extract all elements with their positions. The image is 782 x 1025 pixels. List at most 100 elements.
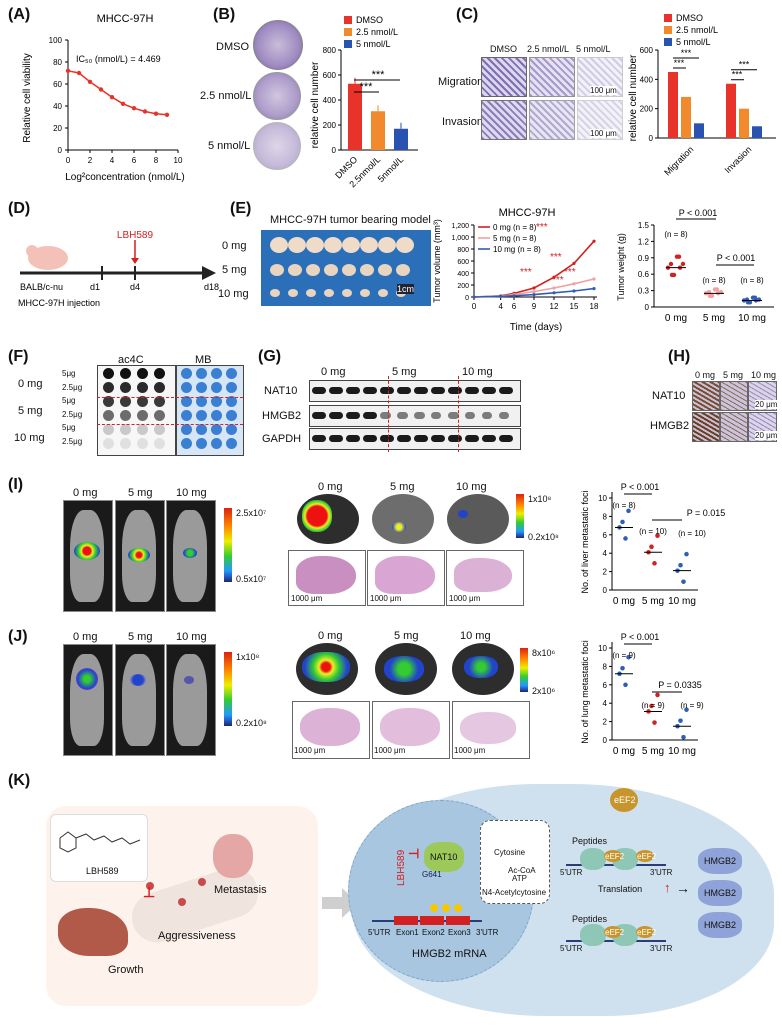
panel-label-d: (D)	[8, 200, 31, 217]
j-dot	[623, 682, 628, 687]
j-ytick: 4	[603, 699, 608, 708]
ew-ytick: 1.5	[638, 221, 650, 230]
ew-dot	[714, 287, 720, 292]
blot-band	[414, 387, 428, 394]
blot-band	[380, 435, 394, 442]
j-ytick: 6	[603, 681, 608, 690]
blot-band	[448, 435, 462, 442]
i-xlabel: 5 mg	[642, 596, 664, 607]
i-n: (n = 8)	[612, 501, 636, 510]
k-exon2: Exon2	[422, 928, 445, 937]
ihc-nat10-5	[720, 381, 748, 411]
panel-g-group-0: 0 mg	[321, 366, 346, 378]
panel-e-row-10: 10 mg	[218, 288, 249, 300]
panel-a-ic50: IC₅₀ (nmol/L) = 4.469	[76, 54, 161, 64]
panel-j-cbar2-hi: 8x10⁶	[532, 648, 556, 658]
i-n: (n = 10)	[678, 529, 706, 538]
dot-ac4c	[120, 424, 131, 435]
panel-b-sig-1: ***	[372, 69, 386, 81]
panel-j-group-10: 10 mg	[176, 631, 207, 643]
ew-dot	[668, 261, 674, 267]
c-sig: ***	[739, 60, 750, 70]
i-dot	[655, 533, 660, 538]
well-mig-dmso	[481, 57, 527, 97]
blot-band	[465, 435, 479, 442]
j-dot	[678, 718, 683, 723]
panel-a-title: MHCC-97H	[97, 13, 154, 25]
tumor-icon	[396, 264, 410, 276]
i-p2: P = 0.015	[687, 508, 726, 518]
panel-c-col-25: 2.5 nmol/L	[527, 44, 570, 54]
ew-dot	[680, 261, 686, 267]
k-nat10: NAT10	[430, 852, 458, 862]
k-eef2-free: eEF2	[614, 795, 636, 805]
dot-mb	[196, 438, 207, 449]
c-cat-label: Invasion	[723, 144, 754, 175]
j-dot	[620, 666, 625, 671]
dot-mb	[181, 438, 192, 449]
tumor-icon	[270, 289, 280, 297]
ew-ytick: 0.6	[638, 270, 650, 279]
i-dot	[626, 508, 631, 514]
f-amount-label: 5μg	[62, 369, 76, 378]
c-legend-label: 5 nmol/L	[676, 37, 711, 47]
blot-band	[346, 435, 360, 442]
panel-e-scale: 1cm	[397, 284, 415, 294]
dot-ac4c	[154, 438, 165, 449]
k-utr5-b: 5'UTR	[560, 868, 583, 877]
panel-j-organ-0: 0 mg	[318, 630, 343, 642]
signal-lung-5	[130, 674, 146, 686]
dot-ac4c	[154, 396, 165, 407]
dot-ac4c	[103, 424, 114, 435]
dot-ac4c	[103, 368, 114, 379]
j-dot	[655, 692, 660, 698]
k-utr5-a: 5'UTR	[368, 928, 391, 937]
blot-band	[329, 387, 343, 394]
panel-j-scale-2: 1000 μm	[374, 746, 406, 755]
dot-mb	[226, 368, 237, 379]
blot-band	[363, 387, 377, 394]
a-ytick: 0	[58, 146, 63, 155]
colony-dish-5	[253, 122, 301, 170]
dot-mb	[196, 368, 207, 379]
tumor-icon	[270, 237, 288, 253]
k-drug-label: LBH589	[86, 866, 119, 876]
colorbar-j-1	[224, 652, 232, 726]
dot-ac4c	[120, 438, 131, 449]
k-exon3: Exon3	[448, 928, 471, 937]
ihc-nat10-0	[692, 381, 720, 411]
dot-ac4c	[154, 410, 165, 421]
c-legend-swatch	[664, 26, 672, 34]
c-legend-swatch	[664, 38, 672, 46]
panel-label-e: (E)	[230, 200, 252, 217]
k-utr3-c: 3'UTR	[650, 944, 673, 953]
ew-dot	[707, 293, 713, 299]
c-bar	[739, 108, 749, 138]
a-point	[142, 109, 148, 114]
e-series-point	[592, 277, 596, 281]
tumor-icon	[324, 289, 334, 297]
e-legend-label: 0 mg (n = 8)	[493, 223, 537, 232]
k-inhibit-mark-2: ⊣	[408, 846, 420, 861]
e-xtick: 15	[570, 302, 579, 311]
signal-lung-0	[76, 668, 98, 690]
a-point	[153, 111, 159, 116]
e-series-point	[592, 239, 596, 243]
k-eef2-1: eEF2	[605, 852, 625, 861]
blot-band	[431, 387, 445, 394]
hmgb2-protein-icon-1	[698, 848, 742, 874]
ihc-hmgb2-0	[692, 412, 720, 442]
e-series-point	[552, 291, 556, 295]
b-legend-label: 5 nmol/L	[356, 39, 391, 49]
ew-ytick: 0	[645, 303, 650, 312]
ew-p1: P < 0.001	[679, 208, 718, 218]
panel-c-ylabel: relative cell number	[628, 54, 639, 141]
j-ytick: 0	[603, 736, 608, 745]
a-point	[76, 70, 82, 76]
e-ytick: 1,200	[451, 223, 469, 230]
k-atp: ATP	[512, 874, 527, 883]
panel-g-group-10: 10 mg	[462, 366, 493, 378]
i-n: (n = 10)	[639, 527, 667, 536]
panel-b-sig-2: ***	[360, 81, 374, 93]
